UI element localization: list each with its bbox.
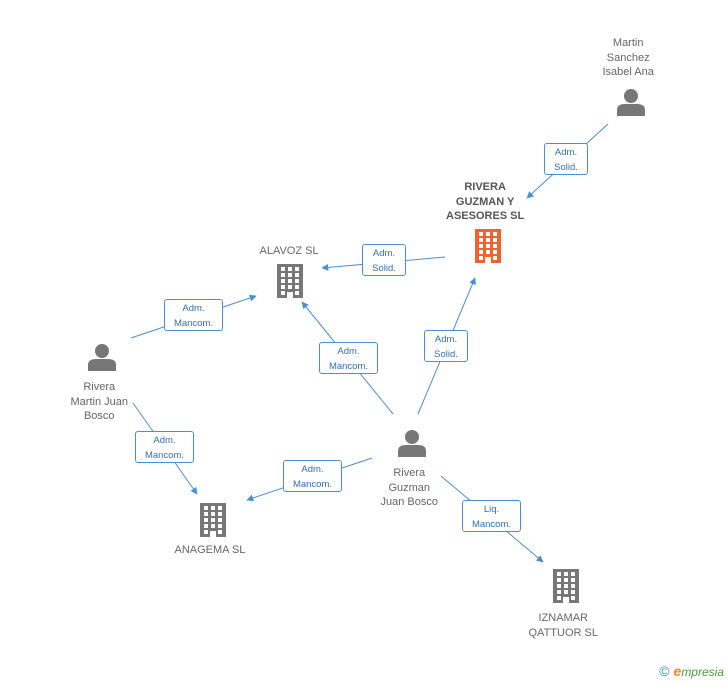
node-label-line: Bosco [83,410,115,422]
edge-label-text: Mancom. [173,318,214,329]
node-label-line: QATTUOR SL [528,626,598,639]
edge-label-e4[interactable]: Adm. Mancom. [319,342,378,374]
edge-label-text: Adm. [301,464,324,475]
node-label-line: ASESORES SL [446,210,525,222]
edge-label-e7[interactable]: Adm. Mancom. [283,460,342,492]
edge-label-text: Adm. [372,248,396,259]
edge-label-text: Mancom. [328,361,369,372]
node-label-line: ANAGEMA SL [174,544,246,556]
node-label-line: ALAVOZ SL [259,245,319,257]
node-label-line: RIVERA [464,181,506,193]
node-label-line: Martin [612,37,644,49]
edge-label-text: Liq. [483,504,500,515]
node-label-iznamar[interactable]: IZNAMAR QATTUOR SL [529,611,598,640]
node-label-anagema[interactable]: ANAGEMA SL [175,543,246,558]
empresia-logo: empresia [673,663,724,679]
edge-label-text: Adm. [337,346,360,357]
edge-label-text: Mancom. [144,450,185,461]
node-label-line: Rivera [83,381,116,393]
edge-label-e1[interactable]: Adm. Solid. [544,143,588,175]
person-icon[interactable] [88,344,116,371]
person-icon[interactable] [398,430,426,457]
copyright-symbol: © [659,663,670,679]
edge-label-text: Adm. [554,147,578,158]
edge-label-text: Mancom. [471,519,512,530]
edge-label-e6[interactable]: Adm. Mancom. [135,431,194,463]
building-icon[interactable] [553,569,579,603]
edge-label-e5[interactable]: Adm. Solid. [424,330,468,362]
node-label-line: GUZMAN Y [455,195,515,208]
edge-label-text: Adm. [153,435,176,446]
node-label-alavoz[interactable]: ALAVOZ SL [260,244,319,259]
edge-label-text: Mancom. [292,479,333,490]
edge-label-e8[interactable]: Liq. Mancom. [462,500,521,532]
footer-brand: © empresia [659,663,724,679]
node-label-line: Martin Juan [70,395,128,408]
edge-label-text: Solid. [434,349,458,360]
node-label-rivera_guzman_asesores[interactable]: RIVERA GUZMAN Y ASESORES SL [446,180,524,224]
edge-label-e2[interactable]: Adm. Solid. [362,244,406,276]
edge-label-text: Adm. [182,303,205,314]
person-icon[interactable] [617,89,645,116]
building-icon[interactable] [475,229,501,263]
node-label-line: Sanchez [606,51,650,64]
edge-label-text: Adm. [434,334,458,345]
edge-label-text: Solid. [372,263,396,274]
node-label-line: Rivera [393,467,426,479]
node-label-line: Isabel Ana [602,66,654,78]
edge-label-text: Solid. [554,162,578,173]
edge-label-e3[interactable]: Adm. Mancom. [164,299,223,331]
node-label-line: Juan Bosco [380,496,438,508]
node-label-line: Guzman [388,481,431,494]
building-icon[interactable] [277,264,303,298]
node-label-line: IZNAMAR [538,612,588,624]
building-icon[interactable] [200,503,226,537]
